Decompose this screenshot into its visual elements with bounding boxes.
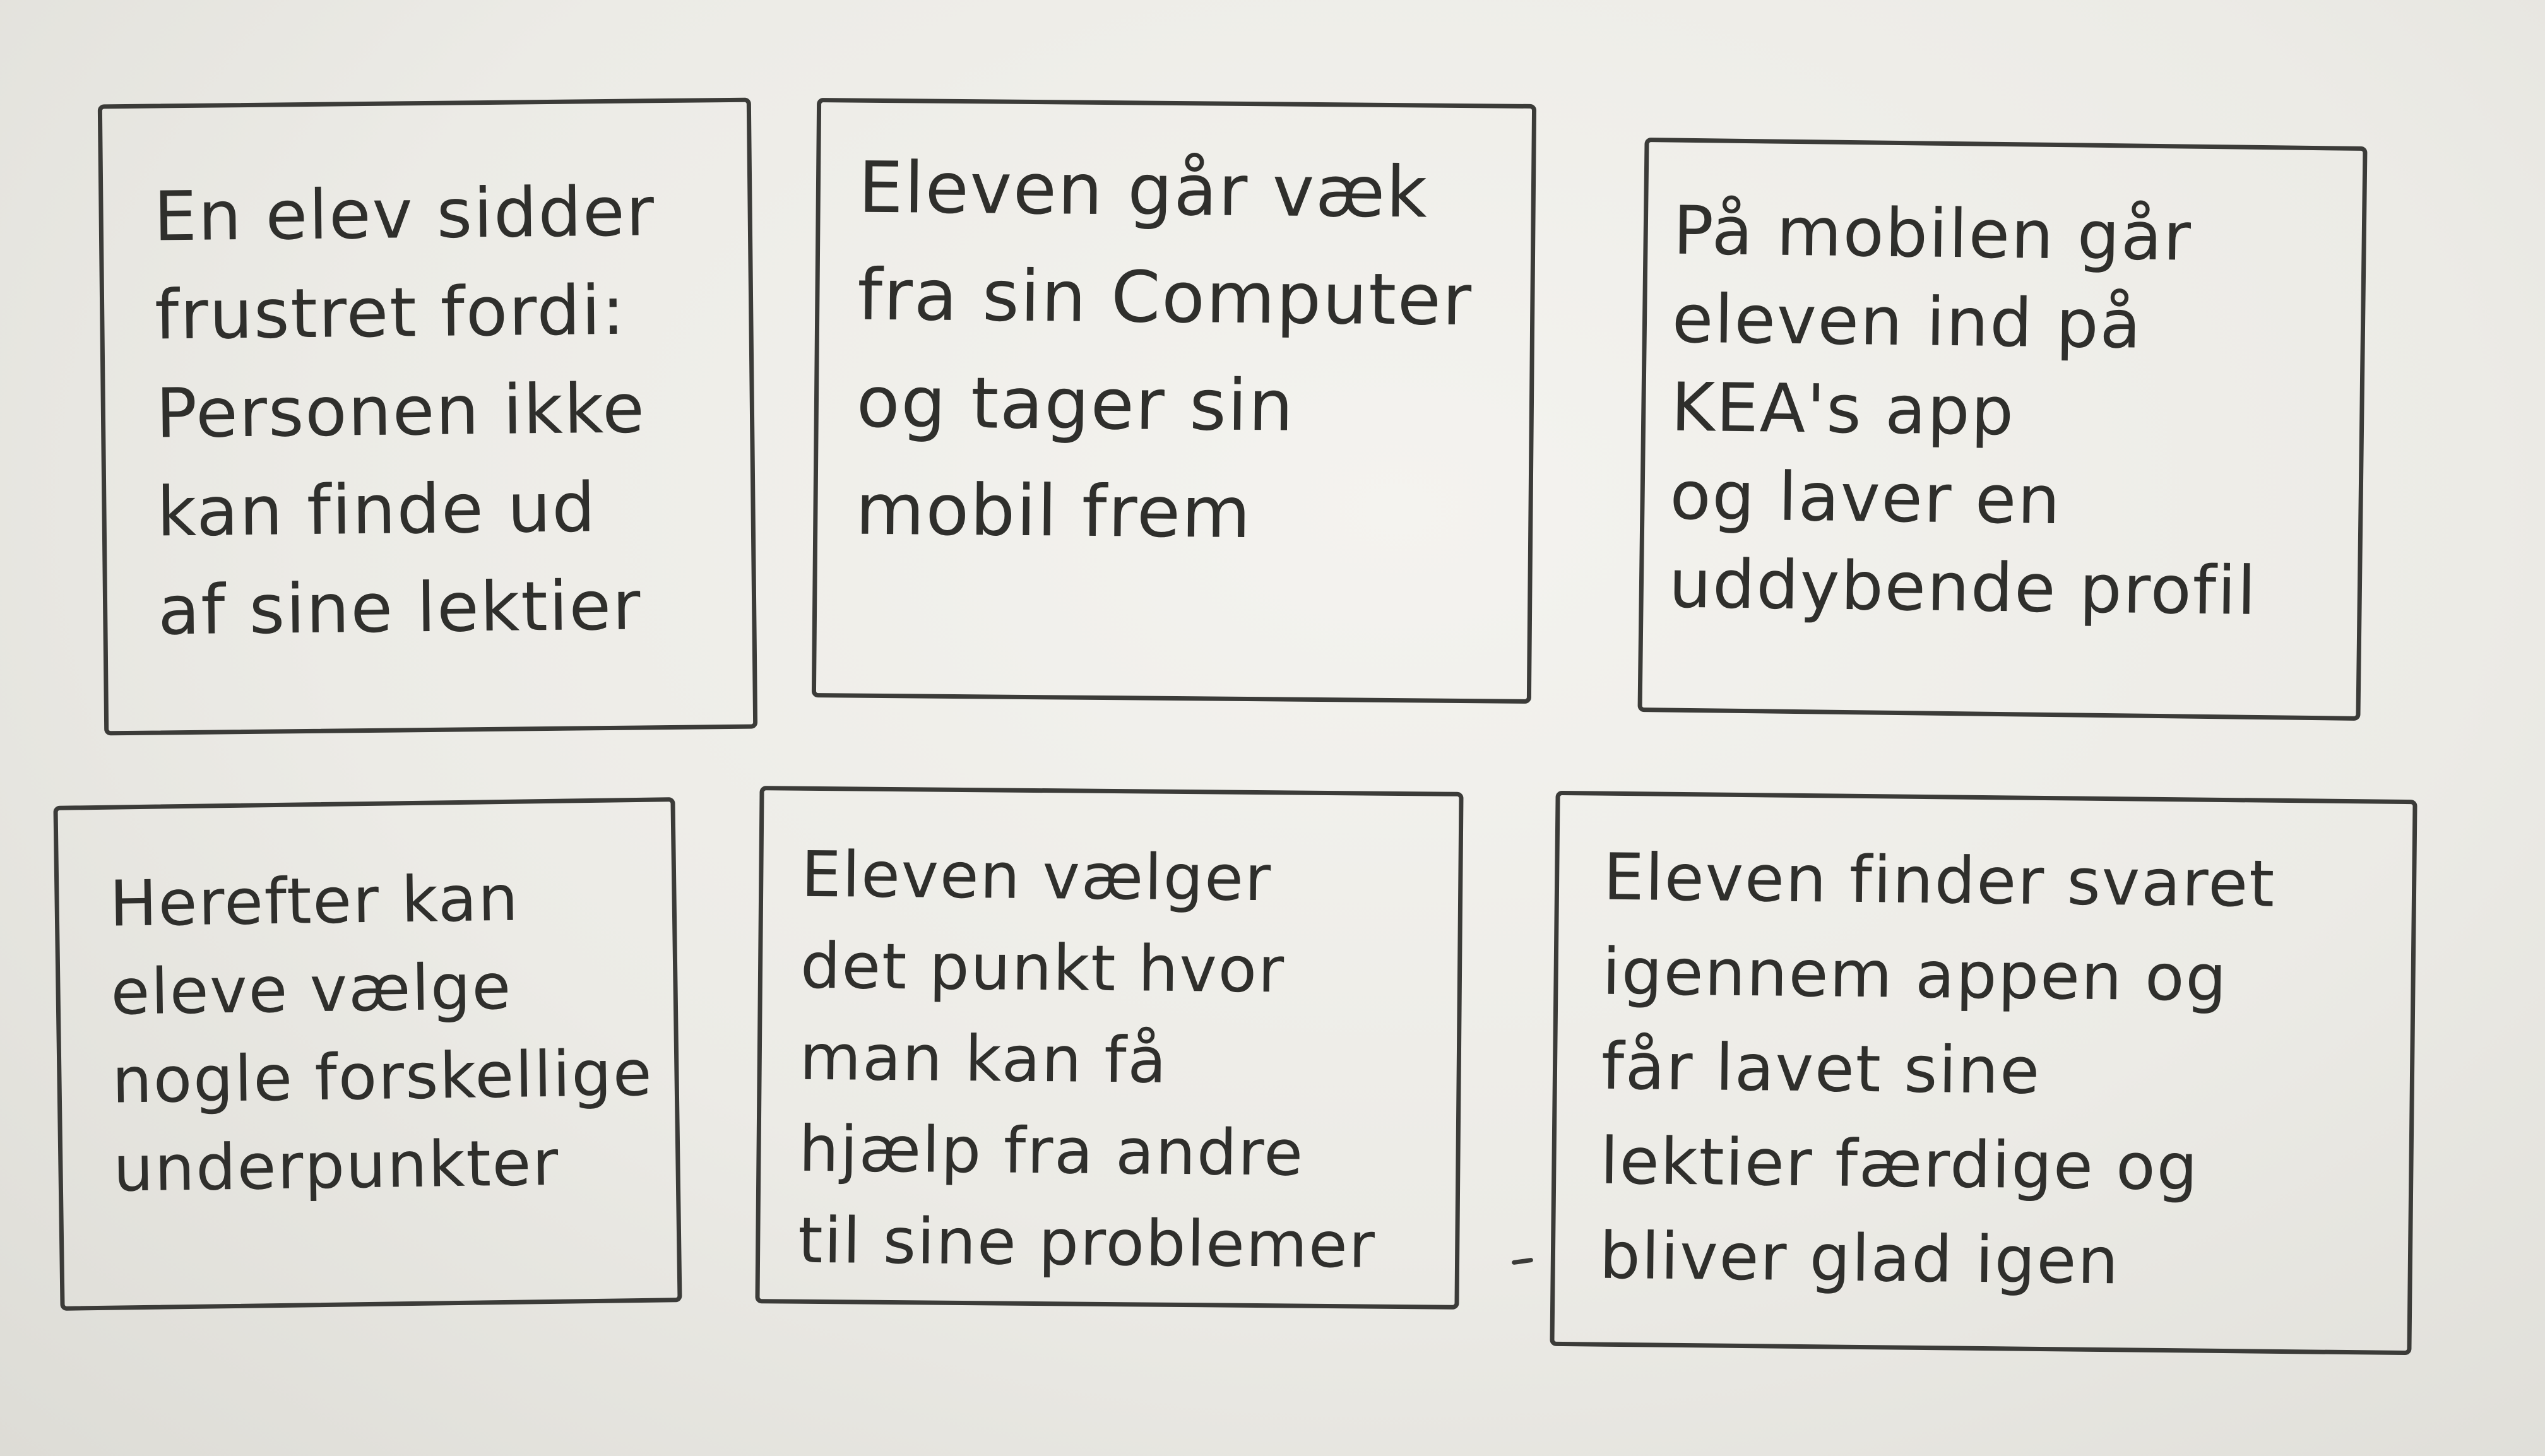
frame-5-line-5: til sine problemer	[797, 1203, 1377, 1282]
frame-2-line-2: fra sin Computer	[857, 254, 1473, 342]
frame-1-line-5: af sine lektier	[157, 566, 643, 651]
storyboard-frame-6: Eleven finder svaret igennem appen og få…	[1550, 790, 2417, 1356]
frame-3-line-3: KEA's app	[1670, 368, 2015, 451]
frame-2-line-3: og tager sin	[856, 361, 1295, 447]
frame-4-text: Herefter kan eleve vælge nogle forskelli…	[109, 853, 654, 1214]
frame-5-line-3: man kan få	[799, 1020, 1168, 1098]
storyboard-frame-4: Herefter kan eleve vælge nogle forskelli…	[53, 797, 682, 1311]
frame-5-line-1: Eleven vælger	[800, 837, 1272, 916]
frame-1-line-1: En elev sidder	[153, 172, 656, 257]
frame-6-line-5: bliver glad igen	[1599, 1218, 2120, 1299]
frame-3-line-5: uddybende profil	[1668, 545, 2258, 630]
frame-2-text: Eleven går væk fra sin Computer og tager…	[855, 134, 1507, 569]
storyboard-frame-2: Eleven går væk fra sin Computer og tager…	[811, 98, 1537, 704]
frame-2-line-4: mobil frem	[855, 468, 1252, 555]
frame-4-line-2: eleve vælge	[110, 949, 513, 1029]
frame-3-line-2: eleven ind på	[1671, 280, 2143, 364]
frame-5-line-2: det punkt hvor	[800, 928, 1286, 1007]
storyboard-frame-3: På mobilen går eleven ind på KEA's app o…	[1637, 138, 2368, 721]
frame-2-line-1: Eleven går væk	[858, 146, 1429, 234]
frame-1-line-3: Personen ikke	[155, 369, 646, 454]
frame-3-text: På mobilen går eleven ind på KEA's app o…	[1668, 187, 2337, 637]
frame-6-line-3: får lavet sine	[1601, 1029, 2041, 1109]
frame-5-text: Eleven vælger det punkt hvor man kan få …	[798, 829, 1433, 1292]
frame-4-line-4: underpunkter	[112, 1125, 561, 1206]
frame-4-line-1: Herefter kan	[109, 861, 520, 941]
frame-6-line-4: lektier færdige og	[1599, 1123, 2200, 1205]
storyboard-frame-5: Eleven vælger det punkt hvor man kan få …	[755, 786, 1464, 1310]
frame-6-line-1: Eleven finder svaret	[1603, 839, 2276, 922]
frame-1-line-4: kan finde ud	[156, 468, 597, 552]
frame-3-line-4: og laver en	[1669, 456, 2062, 540]
frame-4-line-3: nogle forskellige	[111, 1036, 654, 1118]
pen-tick-mark	[1511, 1257, 1534, 1265]
frame-1-text: En elev sidder frustret fordi: Personen …	[153, 162, 727, 660]
frame-6-line-2: igennem appen og	[1602, 934, 2228, 1017]
frame-3-line-1: På mobilen går	[1673, 191, 2193, 276]
frame-5-line-4: hjælp fra andre	[798, 1111, 1305, 1190]
frame-6-text: Eleven finder svaret igennem appen og få…	[1599, 831, 2387, 1312]
frame-1-line-2: frustret fordi:	[154, 271, 627, 355]
storyboard-frame-1: En elev sidder frustret fordi: Personen …	[97, 97, 758, 736]
